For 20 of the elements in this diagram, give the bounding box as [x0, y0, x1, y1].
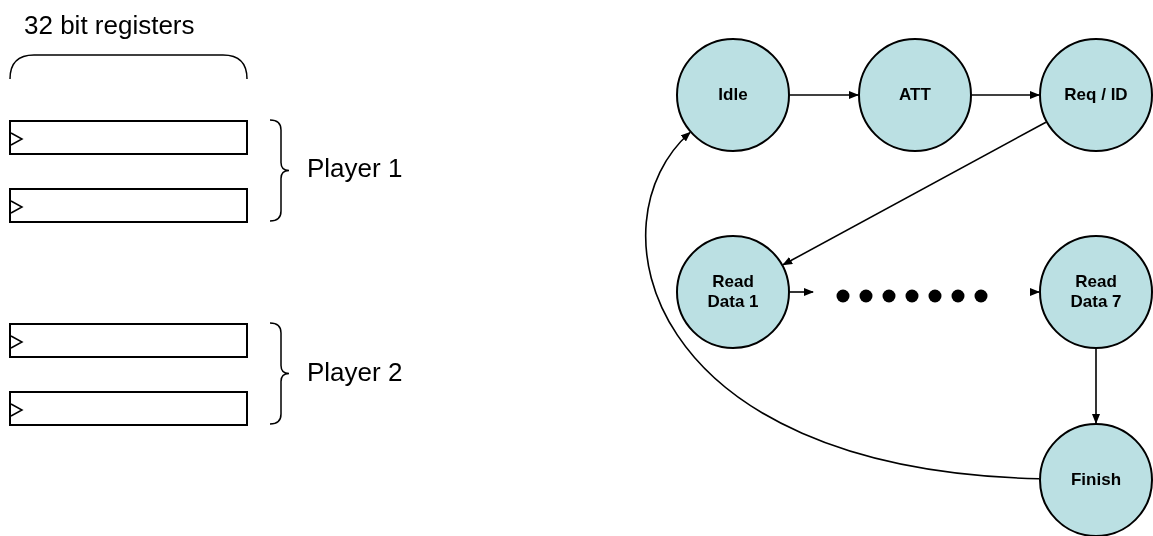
state-label: Req / ID [1063, 85, 1129, 105]
arrow [1092, 348, 1100, 424]
group-label: Player 1 [307, 153, 403, 184]
group-label: Player 2 [307, 357, 403, 388]
arrow [971, 91, 1040, 99]
arrow [782, 121, 1047, 266]
state-label: Finish [1069, 470, 1123, 490]
state-label: Idle [717, 85, 749, 105]
state-label: Read Data 1 [706, 272, 760, 312]
arrow [645, 131, 1040, 480]
arrow [789, 91, 859, 99]
register-box [9, 323, 248, 358]
register-box [9, 391, 248, 426]
register-box [9, 120, 248, 155]
state-label: ATT [898, 85, 932, 105]
arrow [1030, 288, 1040, 296]
arrow [789, 288, 814, 296]
group-label: 32 bit registers [24, 10, 195, 41]
register-box [9, 188, 248, 223]
state-label: Read Data 7 [1069, 272, 1123, 312]
